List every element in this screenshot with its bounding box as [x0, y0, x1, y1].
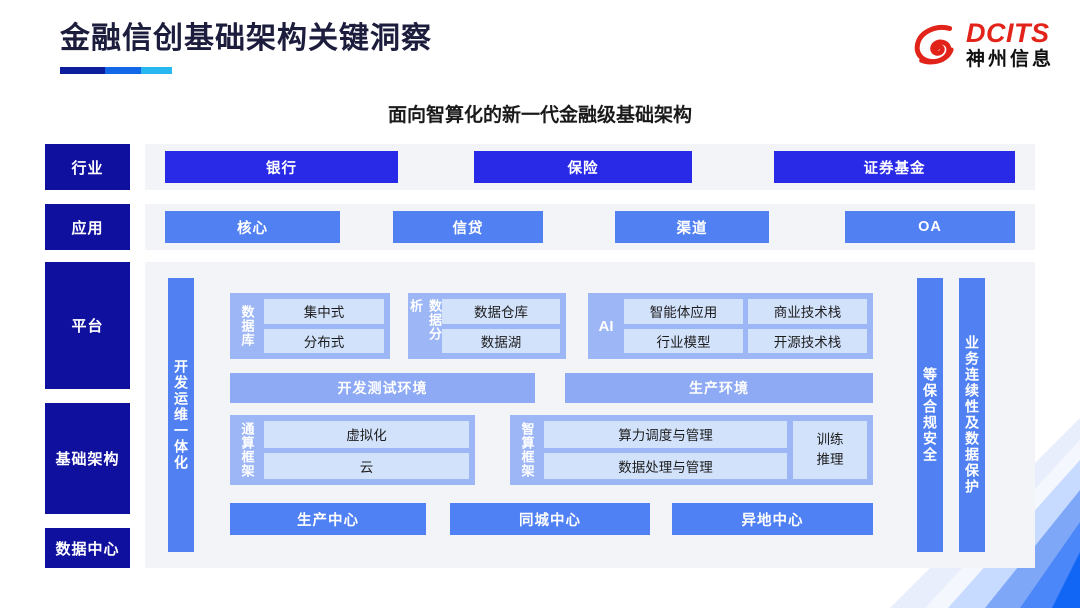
env-bar-dev-test[interactable]: 开发测试环境 [230, 373, 535, 403]
architecture-diagram: 行业 应用 平台 基础架构 数据中心 银行 保险 证券基金 核心 信贷 渠道 O… [45, 142, 1035, 570]
title-underline [60, 66, 172, 74]
group-label-data-analysis: 数据分析 [408, 299, 442, 341]
subtitle: 面向智算化的新一代金融级基础架构 [387, 105, 692, 126]
cell-agent-application[interactable]: 智能体应用 [624, 299, 743, 324]
group-general-compute[interactable]: 通算框架 虚拟化 云 [230, 415, 475, 485]
underline-segment-3 [140, 66, 172, 74]
dcits-swirl-icon [914, 24, 954, 64]
group-data-analysis[interactable]: 数据分析 数据仓库 数据湖 [408, 293, 566, 359]
header: 金融信创基础架构关键洞察 [60, 20, 432, 74]
cell-train-inference-line1: 训练 [816, 432, 844, 448]
group-label-ai: AI [598, 317, 614, 335]
cell-train-inference-line2: 推理 [816, 452, 844, 467]
layer-rail: 行业 应用 平台 基础架构 数据中心 [45, 142, 130, 570]
cell-compute-scheduling[interactable]: 算力调度与管理 [544, 421, 787, 448]
dc-bar-production-center[interactable]: 生产中心 [230, 503, 426, 535]
logo-text: DCITS 神州信息 [965, 18, 1054, 70]
dc-bar-remote-center[interactable]: 异地中心 [672, 503, 873, 535]
rail-label-industry[interactable]: 行业 [45, 144, 130, 190]
cell-centralized[interactable]: 集中式 [264, 299, 384, 324]
platform-panel: 开发运维一体化 等保合规安全 业务连续性及数据保护 数据库 集中式 分布式 数据… [145, 262, 1035, 568]
vertical-rail-continuity[interactable]: 业务连续性及数据保护 [959, 278, 985, 552]
group-label-database: 数据库 [239, 305, 255, 347]
cell-data-processing[interactable]: 数据处理与管理 [544, 452, 787, 479]
dc-bar-same-city-center[interactable]: 同城中心 [450, 503, 650, 535]
cell-virtualization[interactable]: 虚拟化 [264, 421, 469, 448]
cell-opensource-tech-stack[interactable]: 开源技术栈 [748, 328, 867, 353]
cell-data-warehouse[interactable]: 数据仓库 [442, 299, 560, 324]
rail-label-application[interactable]: 应用 [45, 204, 130, 250]
underline-segment-2 [104, 66, 141, 74]
app-chip-channel[interactable]: 渠道 [615, 211, 769, 243]
app-chip-oa[interactable]: OA [845, 211, 1015, 243]
group-label-smart-compute: 智算框架 [519, 422, 535, 478]
industry-chip-insurance[interactable]: 保险 [474, 151, 692, 183]
vertical-rail-devops[interactable]: 开发运维一体化 [168, 278, 194, 552]
group-database[interactable]: 数据库 集中式 分布式 [230, 293, 390, 359]
group-cells-general-compute: 虚拟化 云 [264, 421, 469, 479]
group-label-general-compute: 通算框架 [239, 422, 255, 478]
industry-chip-bank[interactable]: 银行 [165, 151, 398, 183]
rail-label-infrastructure[interactable]: 基础架构 [45, 403, 130, 514]
env-bar-production[interactable]: 生产环境 [565, 373, 873, 403]
cell-distributed[interactable]: 分布式 [264, 328, 384, 353]
group-cells-database: 集中式 分布式 [264, 299, 384, 353]
vertical-rail-security[interactable]: 等保合规安全 [917, 278, 943, 552]
app-chip-core[interactable]: 核心 [165, 211, 340, 243]
rail-label-platform[interactable]: 平台 [45, 262, 130, 389]
logo-en: DCITS [965, 18, 1050, 48]
application-panel: 核心 信贷 渠道 OA [145, 204, 1035, 250]
rail-label-datacenter[interactable]: 数据中心 [45, 528, 130, 568]
industry-panel: 银行 保险 证券基金 [145, 144, 1035, 190]
group-cells-data-analysis: 数据仓库 数据湖 [442, 299, 560, 353]
cell-cloud[interactable]: 云 [264, 452, 469, 479]
underline-segment-1 [60, 66, 105, 74]
cell-industry-model[interactable]: 行业模型 [624, 328, 743, 353]
cell-data-lake[interactable]: 数据湖 [442, 328, 560, 353]
cell-commercial-tech-stack[interactable]: 商业技术栈 [748, 299, 867, 324]
page-title: 金融信创基础架构关键洞察 [60, 22, 432, 55]
group-smart-compute[interactable]: 智算框架 算力调度与管理 数据处理与管理 训练 推理 [510, 415, 873, 485]
logo-cn: 神州信息 [965, 49, 1054, 70]
group-cells-ai: 智能体应用 商业技术栈 行业模型 开源技术栈 [624, 299, 867, 353]
industry-chip-securities-fund[interactable]: 证券基金 [774, 151, 1015, 183]
group-ai[interactable]: AI 智能体应用 商业技术栈 行业模型 开源技术栈 [588, 293, 873, 359]
group-cells-smart-compute: 算力调度与管理 数据处理与管理 [544, 421, 787, 479]
app-chip-credit[interactable]: 信贷 [393, 211, 543, 243]
cell-train-inference[interactable]: 训练 推理 [793, 421, 867, 479]
brand-logo: DCITS 神州信息 [913, 20, 1054, 69]
